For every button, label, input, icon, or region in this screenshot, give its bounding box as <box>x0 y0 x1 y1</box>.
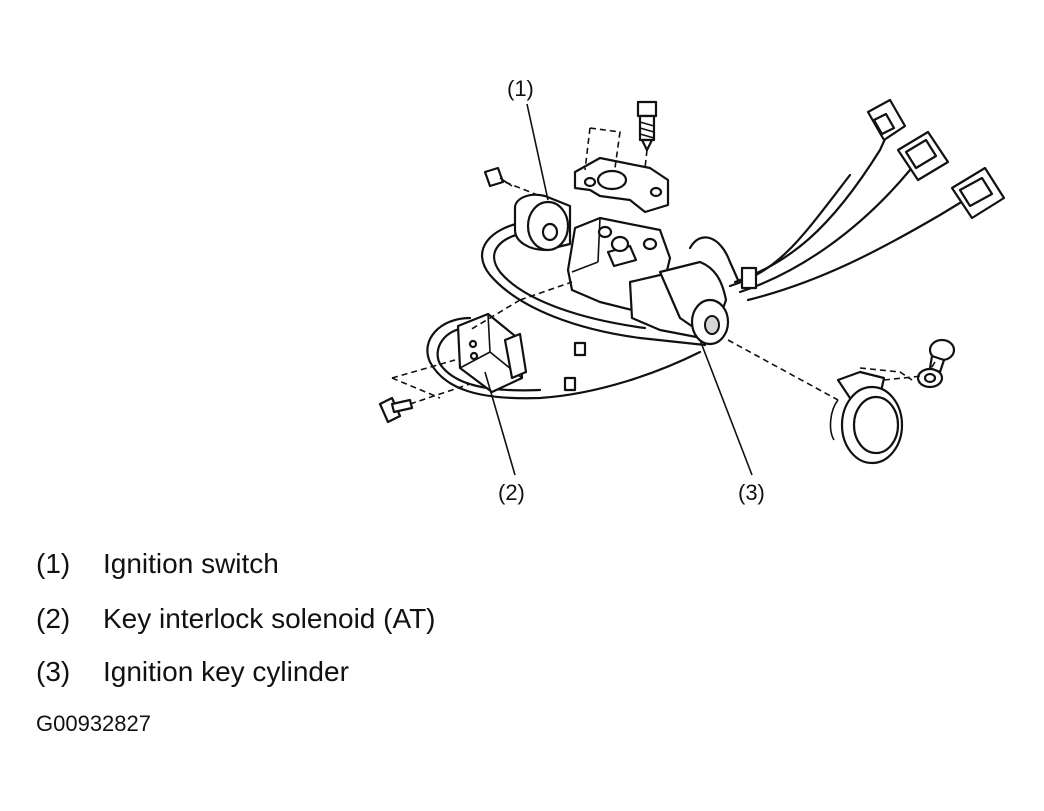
wiring-harness <box>426 126 970 400</box>
legend-label: Key interlock solenoid (AT) <box>103 603 436 634</box>
legend-number: (2) <box>36 603 71 634</box>
callout-3: (3) <box>738 480 765 505</box>
assembly-guide-lines <box>391 127 936 405</box>
leader-lines <box>484 103 753 476</box>
legend-number: (3) <box>36 656 71 687</box>
legend-label: Ignition switch <box>103 548 279 579</box>
callout-2: (2) <box>498 480 525 505</box>
top-bolt <box>636 100 658 152</box>
solenoid-screw <box>378 396 414 424</box>
exploded-parts-diagram: (1) (2) (3) <box>378 76 1006 505</box>
callout-1: (1) <box>507 76 534 101</box>
legend-number: (1) <box>36 548 71 579</box>
upper-clamp <box>573 156 670 214</box>
harness-connectors <box>866 98 1006 220</box>
key-cylinder-bezel <box>829 370 904 465</box>
figure-id: G00932827 <box>36 711 151 736</box>
ignition-key-cylinder <box>628 260 730 346</box>
legend-label: Ignition key cylinder <box>103 656 349 687</box>
bezel-screw <box>928 338 956 374</box>
key-interlock-solenoid <box>456 312 528 394</box>
ignition-switch <box>513 193 572 252</box>
bezel-washer <box>916 367 944 389</box>
